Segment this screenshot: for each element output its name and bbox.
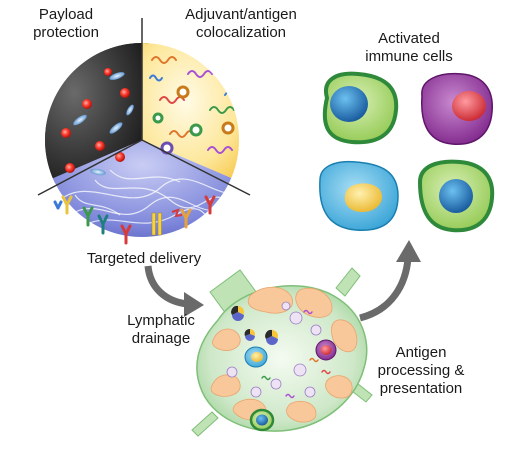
payload-protection-label: Payload protection [14, 6, 118, 42]
antigen-squiggle-icon [261, 309, 331, 399]
lymph-node [191, 267, 373, 437]
antibody-y-icon [53, 195, 216, 245]
curved-arrow-icon [359, 240, 421, 322]
lymphatic-drainage-line-2: drainage [131, 330, 191, 347]
rod-receptors [151, 208, 183, 236]
blue-spindle-icon [73, 72, 134, 176]
immune-cell-icon [315, 339, 337, 361]
lymphatic-drainage-line-1: Lymphatic [127, 312, 195, 329]
activated-cells-line-1: Activated [378, 30, 440, 47]
sector-dividers [37, 18, 251, 196]
immune-cell-icon [244, 346, 268, 368]
antigen-processing-line-3: presentation [379, 380, 463, 397]
activated-immune-cells [319, 71, 495, 233]
curved-arrow-icon [144, 265, 204, 317]
antigen-processing-line-2: processing & [377, 362, 465, 379]
immune-cell-icon [319, 160, 399, 231]
colocalization-line-1: Adjuvant/antigen [185, 6, 297, 23]
activated-cells-line-2: immune cells [365, 48, 453, 65]
colocalization-line-2: colocalization [195, 24, 287, 41]
nanoparticle-mini [231, 305, 278, 345]
red-dot-icon [61, 68, 130, 173]
colocalization-label: Adjuvant/antigen colocalization [168, 6, 314, 42]
targeted-delivery-text: Targeted delivery [86, 250, 202, 267]
immune-cell-icon [249, 408, 275, 432]
immune-cell-icon [322, 71, 399, 145]
immune-cell-icon [421, 72, 493, 145]
activated-cells-label: Activated immune cells [350, 30, 468, 66]
lymphatic-drainage-label: Lymphatic drainage [118, 312, 204, 348]
antigen-presenting-cells [226, 301, 322, 398]
antigen-processing-line-1: Antigen [395, 344, 447, 361]
immune-cell-icon [417, 159, 495, 233]
payload-protection-line-1: Payload [38, 6, 94, 23]
antigen-processing-label: Antigen processing & presentation [368, 344, 474, 398]
payload-protection-line-2: protection [33, 24, 99, 41]
targeted-delivery-label: Targeted delivery [68, 250, 220, 268]
follicles [210, 286, 358, 423]
